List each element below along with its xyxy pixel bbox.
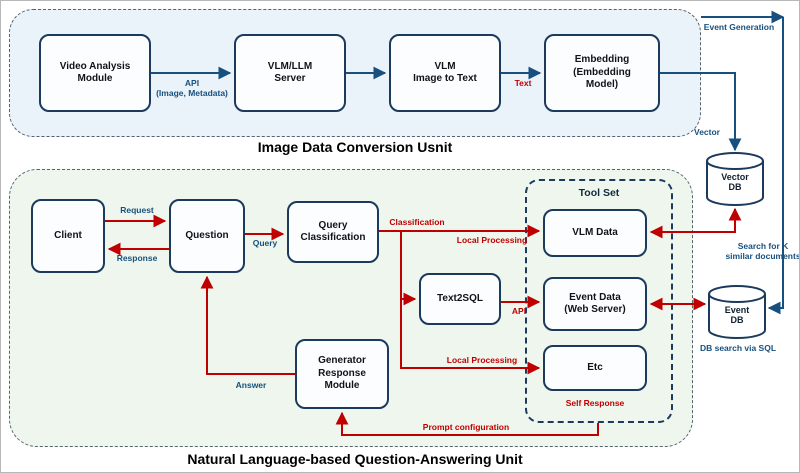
node-embedding-model: Embedding (Embedding Model) bbox=[544, 34, 660, 112]
node-etc: Etc bbox=[543, 345, 647, 391]
label-text: Text bbox=[514, 78, 532, 88]
label-classification: Classification bbox=[389, 217, 445, 227]
node-text2sql: Text2SQL bbox=[419, 273, 501, 325]
label-answer: Answer bbox=[235, 380, 267, 390]
label-response: Response bbox=[116, 253, 158, 263]
label-api: API bbox=[511, 306, 527, 316]
node-client: Client bbox=[31, 199, 105, 273]
label-local-processing-bottom: Local Processing bbox=[446, 355, 518, 365]
event-db-label: Event DB bbox=[724, 304, 750, 325]
vector-db-cylinder bbox=[706, 152, 764, 206]
label-request: Request bbox=[120, 205, 154, 215]
node-vlm-data: VLM Data bbox=[543, 209, 647, 257]
edge-vlmdata-vectordb bbox=[649, 207, 742, 239]
edge-answer-to-question bbox=[200, 275, 295, 375]
bottom-unit-title: Natural Language-based Question-Answerin… bbox=[187, 451, 523, 467]
label-db-search-via-sql: DB search via SQL bbox=[699, 343, 777, 353]
label-local-processing-top: Local Processing bbox=[456, 235, 528, 245]
label-search-for-k: Search for K similar documents bbox=[725, 241, 800, 262]
edge-branch-to-text2sql bbox=[400, 231, 417, 306]
top-unit-title: Image Data Conversion Usnit bbox=[257, 139, 453, 155]
node-vlm-llm-server: VLM/LLM Server bbox=[234, 34, 346, 112]
vector-db-label: Vector DB bbox=[721, 171, 749, 192]
label-self-response: Self Response bbox=[565, 398, 625, 408]
event-db-cylinder bbox=[708, 285, 766, 339]
node-video-analysis-module: Video Analysis Module bbox=[39, 34, 151, 112]
tool-set-title: Tool Set bbox=[578, 187, 620, 199]
label-event-generation: Event Generation bbox=[703, 22, 775, 32]
node-query-classification: Query Classification bbox=[287, 201, 379, 263]
label-api-image-metadata: API (Image, Metadata) bbox=[156, 78, 228, 99]
node-generator-response-module: Generator Response Module bbox=[295, 339, 389, 409]
label-query: Query bbox=[252, 238, 278, 248]
edge-event-generation-to-eventdb bbox=[767, 17, 784, 315]
edge-branch-to-etc bbox=[400, 299, 541, 375]
edge-prompt-configuration bbox=[335, 411, 599, 436]
edge-embedding-to-vectordb bbox=[660, 72, 742, 152]
node-event-data-web-server: Event Data (Web Server) bbox=[543, 277, 647, 331]
node-question: Question bbox=[169, 199, 245, 273]
node-vlm-image-to-text: VLM Image to Text bbox=[389, 34, 501, 112]
label-prompt-configuration: Prompt configuration bbox=[422, 422, 510, 432]
label-vector: Vector bbox=[694, 127, 720, 137]
